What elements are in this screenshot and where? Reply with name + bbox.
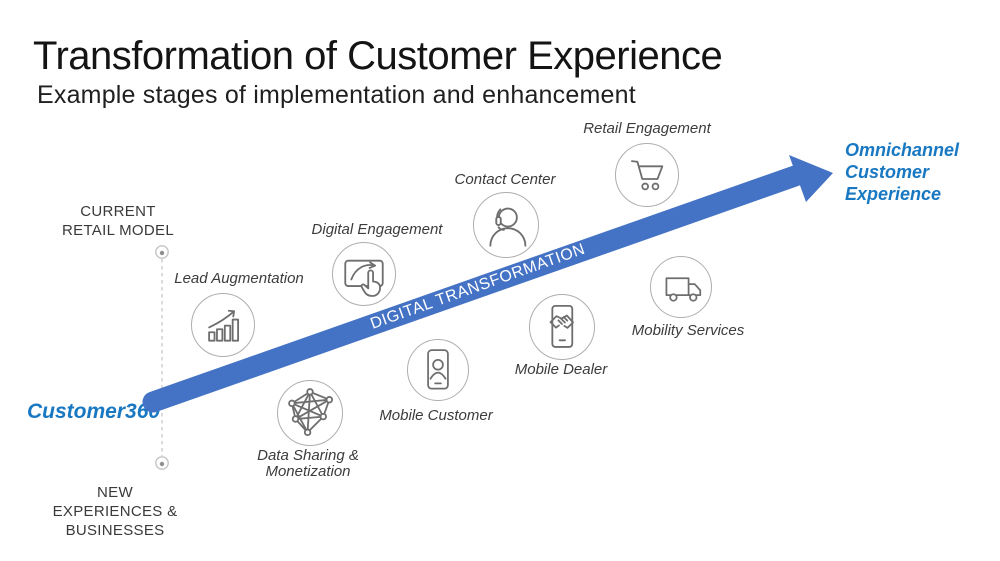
stage-label-contact-center: Contact Center [454, 171, 556, 188]
stage-label-lead-augmentation: Lead Augmentation [174, 270, 304, 287]
delivery-truck-icon [665, 277, 702, 302]
stage-circle-data-sharing [277, 380, 343, 446]
stage-circle-mobility-services [650, 256, 712, 318]
timeline-top-marker-icon [155, 245, 169, 259]
stage-label-mobile-dealer: Mobile Dealer [514, 361, 608, 378]
stage-circle-lead-augmentation [191, 293, 255, 357]
stage-label-retail-engagement: Retail Engagement [583, 120, 711, 137]
customer360-label: Customer360 [27, 400, 161, 423]
stage-circle-retail-engagement [615, 143, 679, 207]
stage-label-data-sharing: Data Sharing & Monetization [257, 447, 359, 480]
touch-screen-icon [344, 259, 384, 297]
headset-person-icon [489, 207, 527, 247]
growth-chart-icon [208, 309, 240, 342]
page-title: Transformation of Customer Experience [33, 34, 723, 78]
current-retail-model-label: CURRENT RETAIL MODEL [62, 203, 174, 239]
shopping-cart-icon [630, 160, 664, 191]
network-graph-icon [288, 388, 334, 437]
page-subtitle: Example stages of implementation and enh… [37, 81, 636, 109]
stage-circle-mobile-customer [407, 339, 469, 401]
stage-circle-mobile-dealer [529, 294, 595, 360]
timeline-bottom-marker-icon [155, 456, 169, 470]
phone-handshake-icon [549, 304, 574, 348]
phone-person-icon [427, 349, 449, 390]
stage-label-digital-engagement: Digital Engagement [311, 221, 443, 238]
arrow-head [789, 155, 833, 202]
stage-label-mobility-services: Mobility Services [631, 322, 745, 339]
stage-label-mobile-customer: Mobile Customer [379, 407, 493, 424]
omnichannel-experience-label: Omnichannel Customer Experience [845, 140, 960, 204]
stage-circle-contact-center [473, 192, 539, 258]
stage-circle-digital-engagement [332, 242, 396, 306]
new-experiences-businesses-label: NEW EXPERIENCES & BUSINESSES [52, 484, 178, 539]
